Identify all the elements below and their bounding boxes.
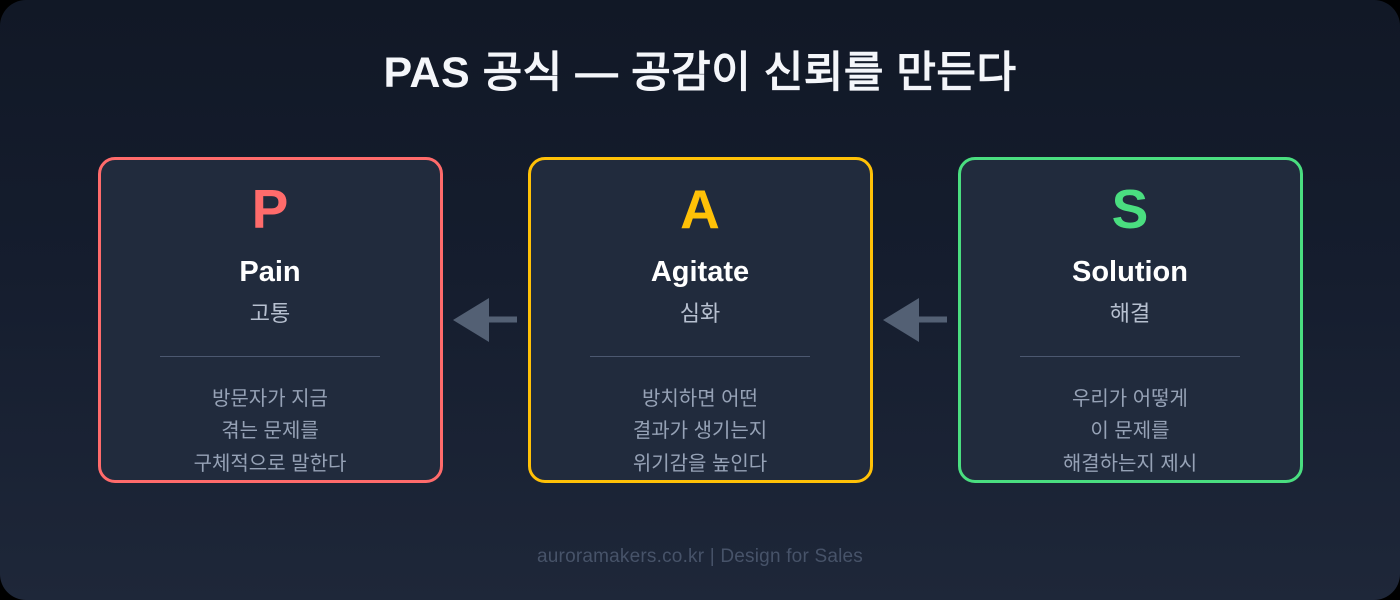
- card-description-solution: 우리가 어떻게 이 문제를 해결하는지 제시: [1062, 387, 1198, 475]
- pas-card-row: P Pain 고통 방문자가 지금 겪는 문제를 구체적으로 말한다 A Agi…: [0, 157, 1400, 483]
- card-title-pain: Pain: [239, 256, 301, 288]
- card-letter-agitate: A: [680, 178, 720, 240]
- card-agitate[interactable]: A Agitate 심화 방치하면 어떤 결과가 생기는지 위기감을 높인다: [527, 157, 873, 483]
- card-subtitle-agitate: 심화: [679, 300, 721, 326]
- card-description-agitate: 방치하면 어떤 결과가 생기는지 위기감을 높인다: [632, 387, 768, 475]
- footer-credit: auroramakers.co.kr | Design for Sales: [537, 546, 863, 567]
- card-divider-agitate: [590, 356, 810, 357]
- card-divider-solution: [1020, 356, 1240, 357]
- card-subtitle-solution: 해결: [1109, 300, 1151, 326]
- arrow-solution-to-agitate: [873, 157, 958, 483]
- card-pain[interactable]: P Pain 고통 방문자가 지금 겪는 문제를 구체적으로 말한다: [97, 157, 443, 483]
- card-letter-pain: P: [251, 178, 289, 240]
- page-title: PAS 공식 — 공감이 신뢰를 만든다: [383, 49, 1017, 97]
- card-divider-pain: [160, 356, 380, 357]
- card-title-agitate: Agitate: [650, 256, 750, 288]
- card-title-solution: Solution: [1072, 256, 1188, 288]
- arrow-agitate-to-pain: [443, 157, 528, 483]
- card-subtitle-pain: 고통: [249, 300, 291, 326]
- card-description-pain: 방문자가 지금 겪는 문제를 구체적으로 말한다: [193, 387, 347, 475]
- arrow-left-icon: [451, 294, 519, 346]
- card-solution[interactable]: S Solution 해결 우리가 어떻게 이 문제를 해결하는지 제시: [957, 157, 1303, 483]
- arrow-left-icon: [881, 294, 949, 346]
- card-letter-solution: S: [1111, 178, 1149, 240]
